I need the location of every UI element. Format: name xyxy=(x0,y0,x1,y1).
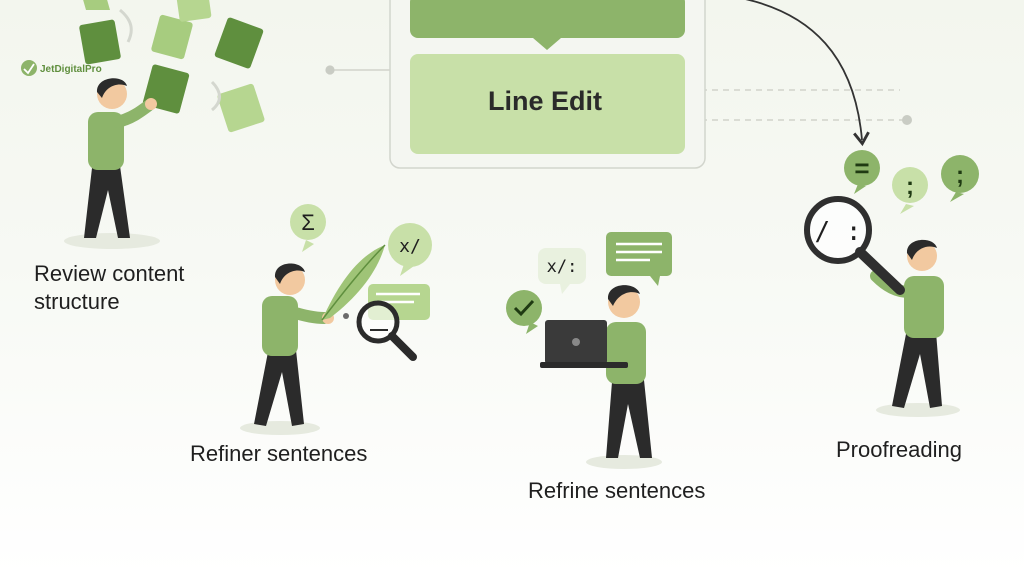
laptop-icon xyxy=(540,320,628,368)
person-reviewer xyxy=(64,78,160,249)
semicolon-b-symbol: ; xyxy=(956,162,964,189)
step-label-refrine: Refrine sentences xyxy=(528,478,706,503)
floating-blocks xyxy=(79,0,265,133)
laptop-mark-bubble xyxy=(538,248,586,294)
step-label-refiner: Refiner sentences xyxy=(190,441,368,466)
brand-logo-text: JetDigitalPro xyxy=(40,64,102,75)
sigma-bubble xyxy=(290,204,326,252)
person-laptop-user xyxy=(586,285,662,469)
note-bubble-large-icon xyxy=(606,232,672,286)
step-label-review: Review content structure xyxy=(34,261,185,314)
semicolon-bubble-a xyxy=(892,167,928,214)
person-proofreader xyxy=(870,239,960,417)
laptop-mark-text: x/: xyxy=(547,257,578,277)
person-refiner xyxy=(240,263,334,435)
magnifier-mark-text: / : xyxy=(815,217,862,247)
quill-icon xyxy=(321,244,386,321)
equals-bubble xyxy=(844,150,880,194)
flow-arrow xyxy=(745,0,870,147)
sigma-symbol: Σ xyxy=(301,210,315,235)
line-edit-panel xyxy=(389,0,706,169)
magnifier-large-icon xyxy=(804,196,905,295)
semicolon-bubble-b xyxy=(941,155,979,202)
semicolon-a-symbol: ; xyxy=(906,173,914,200)
equals-symbol: = xyxy=(854,153,869,183)
brand-logo xyxy=(21,60,37,76)
line-edit-title: Line Edit xyxy=(488,86,602,116)
refiner-mark-bubble xyxy=(388,223,432,276)
refiner-mark-text: x/ xyxy=(399,236,421,257)
step-label-proofreading: Proofreading xyxy=(836,437,962,462)
check-bubble-icon xyxy=(506,290,542,334)
magnifier-small-icon xyxy=(356,300,417,361)
